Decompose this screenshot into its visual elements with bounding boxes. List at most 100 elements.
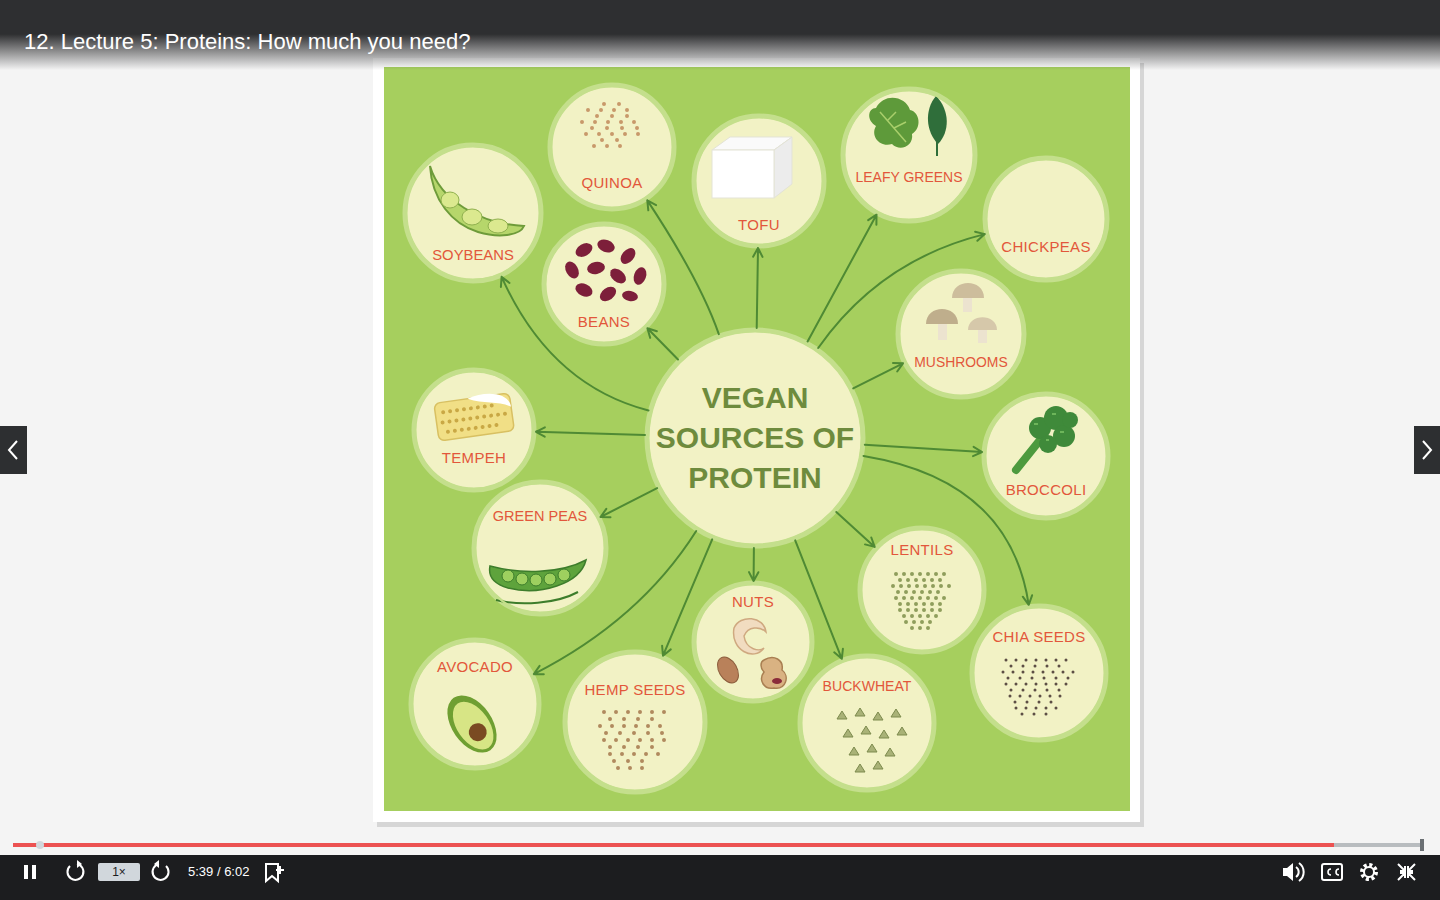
arrow-connector — [534, 531, 696, 674]
circle-outline — [415, 371, 533, 489]
player-icons — [276, 866, 284, 874]
circle-outline — [566, 653, 704, 791]
food-circle: HEMP SEEDS — [565, 652, 705, 792]
food-circles — [405, 145, 541, 281]
circle-outline — [406, 146, 540, 280]
hemp-dots — [600, 712, 670, 768]
circle-outline — [412, 641, 538, 767]
player-icons — [154, 860, 159, 868]
soybean-pod — [430, 166, 524, 235]
side-arrows — [1423, 441, 1431, 459]
food-circles — [984, 394, 1108, 518]
food-circles — [414, 370, 534, 490]
slide-frame — [373, 58, 1140, 822]
leafy-greens — [869, 96, 947, 156]
mixed-nuts — [713, 653, 743, 686]
circle-outline — [985, 158, 1107, 280]
broccoli — [1016, 440, 1040, 470]
food-label: TOFU — [738, 216, 780, 234]
player-icons — [24, 865, 28, 879]
quinoa-seeds — [592, 104, 638, 140]
kidney-beans — [562, 259, 581, 281]
arrow-connector — [808, 215, 877, 342]
circle-outline — [899, 272, 1023, 396]
leafy-greens — [936, 104, 938, 156]
food-circles — [972, 606, 1106, 740]
food-circles — [647, 330, 863, 546]
player-icons — [77, 860, 82, 868]
kidney-beans — [621, 290, 638, 303]
food-label: CHIA SEEDS — [992, 628, 1085, 646]
circle-outline — [800, 656, 934, 790]
avocado-half — [445, 694, 502, 757]
chia-dots — [1008, 666, 1070, 714]
food-label: CHICKPEAS — [1001, 238, 1090, 256]
soybean-pod — [488, 219, 508, 233]
control-bar — [0, 855, 1440, 900]
lecture-title: 12. Lecture 5: Proteins: How much you ne… — [24, 29, 470, 55]
player-icons — [1322, 864, 1342, 880]
leafy-greens — [880, 112, 906, 142]
food-circles — [565, 652, 705, 792]
soybean-pod — [441, 192, 459, 208]
player-icons — [1283, 863, 1293, 881]
food-label: LENTILS — [891, 541, 954, 559]
player-icons — [1362, 865, 1376, 879]
arrow-connector — [795, 540, 843, 658]
food-circles — [985, 158, 1107, 280]
pea-pod — [490, 560, 586, 603]
lentil-dots — [893, 574, 951, 622]
food-label: GREEN PEAS — [493, 507, 587, 525]
avocado-half — [437, 686, 506, 761]
food-circles — [694, 583, 812, 701]
arrow-connector — [865, 445, 982, 456]
pea-pod — [502, 570, 514, 582]
player-icons — [153, 864, 169, 880]
food-circle: GREEN PEAS — [474, 482, 606, 614]
circle-outline — [861, 529, 983, 651]
progress-end — [1420, 839, 1424, 851]
mixed-nuts — [772, 678, 782, 684]
hemp-dots — [606, 719, 664, 761]
circle-outline — [695, 584, 811, 700]
quinoa-seeds — [582, 104, 644, 146]
player-icons — [1328, 869, 1339, 875]
player-icons — [24, 860, 1415, 881]
side-arrows — [9, 441, 17, 459]
arrow-connector — [818, 232, 985, 348]
arrow-connector — [753, 248, 762, 328]
circle-outline — [801, 657, 933, 789]
side-arrows — [1414, 426, 1440, 474]
hub-title: VEGAN SOURCES OF PROTEIN — [652, 378, 858, 498]
kidney-beans — [586, 261, 606, 276]
circle-outline — [551, 86, 673, 208]
circle-outline — [984, 394, 1108, 518]
tofu-cube — [712, 150, 774, 198]
circle-outline — [973, 607, 1105, 739]
food-label: NUTS — [732, 593, 774, 611]
food-circle: TEMPEH — [414, 370, 534, 490]
kidney-beans — [607, 266, 629, 287]
food-circle: QUINOA — [550, 85, 674, 209]
arrow-connector — [853, 363, 903, 388]
tofu-cube — [774, 137, 792, 198]
player-icons — [1364, 867, 1374, 877]
player-icons — [1367, 870, 1371, 874]
broccoli — [1016, 406, 1078, 470]
arrow-connector — [601, 488, 658, 517]
food-label: SOYBEANS — [432, 246, 514, 264]
broccoli — [1062, 412, 1078, 428]
food-circles — [405, 85, 1108, 792]
side-arrows — [0, 426, 27, 474]
progress-fill — [13, 843, 1334, 847]
broccoli — [1034, 414, 1064, 440]
circle-outline — [475, 483, 605, 613]
food-circle: NUTS — [694, 583, 812, 701]
arrow-connector — [836, 512, 874, 547]
circle-outline — [843, 89, 975, 221]
hub-circle: VEGAN SOURCES OF PROTEIN — [647, 330, 863, 546]
tempeh-block — [467, 391, 511, 413]
pea-pod — [490, 560, 586, 590]
